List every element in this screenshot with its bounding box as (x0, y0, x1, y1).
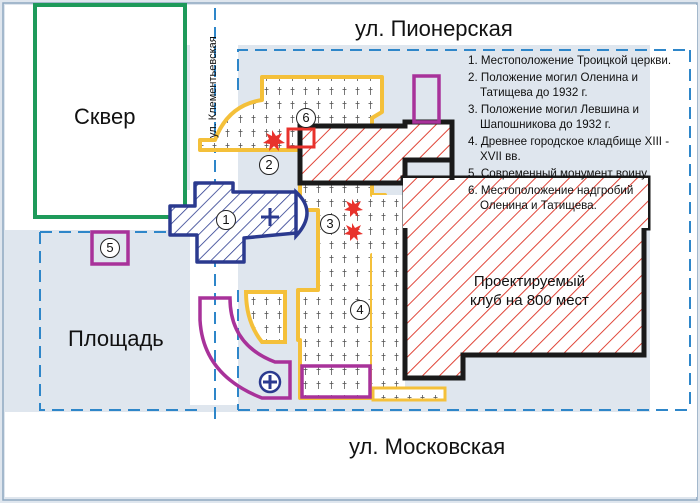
club-label-line2: клуб на 800 мест (470, 292, 589, 309)
area-ploshchad: Площадь (68, 326, 164, 351)
club-label-line1: Проектируемый (473, 273, 586, 290)
cemetery-bottom (371, 386, 447, 402)
red-cross-icon (263, 130, 363, 241)
legend-item-1: 1. Местоположение Троицкой церкви. (468, 54, 672, 67)
park-boundary (33, 3, 187, 219)
monuments (90, 74, 441, 400)
circle-plus-icon (258, 370, 282, 394)
legend-item-3: 3. Положение могил Левшина и Шапошникова… (468, 103, 640, 131)
cemetery-strip (372, 195, 405, 400)
area-skver: Сквер (74, 104, 136, 129)
tombstone-location (286, 127, 316, 149)
legend-item-6: 6. Местоположение надгробий Оленина и Та… (468, 184, 634, 212)
marker-2: 2 (259, 155, 279, 175)
legend-item-2: 2. Положение могил Оленина и Татищева до… (468, 71, 639, 99)
legend-item-4: 4. Древнее городское кладбище XIII - XVI… (468, 135, 670, 163)
cemetery-piece (243, 290, 287, 344)
marker-4: 4 (350, 300, 370, 320)
marker-5: 5 (100, 238, 120, 258)
marker-3: 3 (320, 214, 340, 234)
cross-icon (261, 208, 279, 226)
club-label: Проектируемый клуб на 800 мест (470, 272, 589, 310)
street-pionerskaya: ул. Пионерская (355, 16, 513, 41)
marker-1: 1 (216, 210, 236, 230)
marker-6: 6 (296, 108, 316, 128)
street-klementyevskaya: ул. Клементьевская (207, 36, 219, 138)
dashed-boundaries (39, 8, 691, 420)
legend-item-5: 5. Современный монумент воину. (468, 167, 650, 180)
street-moskovskaya: ул. Московская (349, 434, 506, 459)
map-legend: 1. Местоположение Троицкой церкви. 2. По… (468, 53, 683, 215)
